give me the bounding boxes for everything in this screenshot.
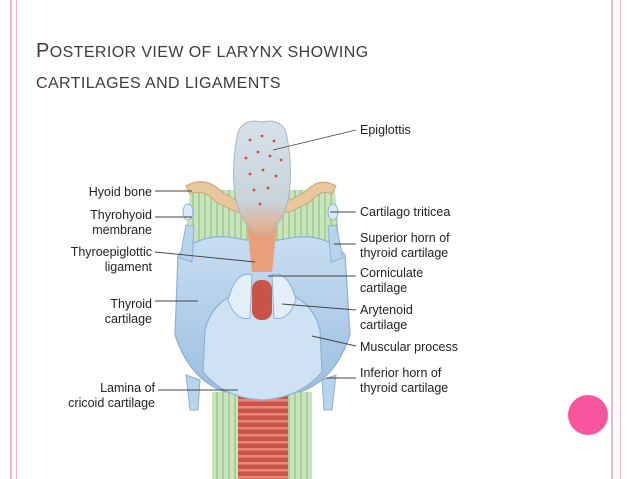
epiglottis-shape bbox=[233, 120, 291, 237]
right-border-line-thin bbox=[620, 0, 621, 479]
label-corniculate-cartilage: Corniculate cartilage bbox=[360, 266, 424, 295]
label-superior-horn: Superior horn of thyroid cartilage bbox=[360, 231, 450, 260]
label-cartilago-triticea: Cartilago triticea bbox=[360, 205, 451, 219]
label-inferior-horn: Inferior horn of thyroid cartilage bbox=[360, 366, 449, 395]
trachea-rings bbox=[238, 392, 288, 479]
inferior-horn-left bbox=[185, 374, 201, 411]
right-border-line bbox=[611, 0, 613, 479]
title-line-1: Posterior view of larynx showing bbox=[36, 36, 576, 68]
arytenoid-left bbox=[227, 273, 253, 320]
title-first-letter: P bbox=[36, 40, 50, 62]
label-thyroepiglottic-ligament: Thyroepiglottic ligament bbox=[70, 245, 152, 274]
airway-tube bbox=[252, 280, 272, 320]
superior-horn-right bbox=[327, 224, 344, 263]
left-border-line bbox=[10, 0, 12, 479]
leader-lines bbox=[154, 129, 357, 391]
superior-horn-left bbox=[179, 224, 195, 263]
label-muscular-process: Muscular process bbox=[360, 340, 458, 354]
label-epiglottis: Epiglottis bbox=[360, 123, 411, 137]
hyoid-bone-shape bbox=[185, 181, 337, 213]
label-thyroid-cartilage: Thyroid cartilage bbox=[104, 297, 152, 326]
title-line-1-text: osterior view of larynx showing bbox=[49, 44, 369, 61]
slide-title: Posterior view of larynx showing cartila… bbox=[36, 36, 576, 99]
label-arytenoid-cartilage: Arytenoid cartilage bbox=[360, 303, 413, 332]
label-hyoid-bone: Hyoid bone bbox=[88, 185, 152, 199]
label-thyrohyoid-membrane: Thyrohyoid membrane bbox=[90, 208, 152, 237]
triticea-left bbox=[182, 203, 194, 221]
label-lamina-of-cricoid: Lamina of cricoid cartilage bbox=[68, 381, 155, 410]
title-line-2: cartilages and ligaments bbox=[36, 75, 281, 92]
left-border-line-thin bbox=[16, 0, 17, 479]
epiglottis-dots bbox=[244, 134, 283, 206]
arytenoid-right bbox=[271, 273, 297, 320]
decorative-pink-circle bbox=[568, 395, 608, 435]
inferior-horn-right bbox=[321, 374, 337, 411]
